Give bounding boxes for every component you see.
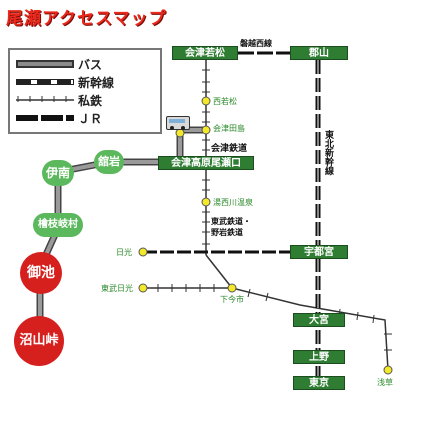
station-tokyo[interactable]: 東京 xyxy=(293,376,345,390)
private-railway-swatch xyxy=(16,96,74,102)
station-ueno[interactable]: 上野 xyxy=(293,350,345,364)
dot-asakusa xyxy=(383,365,393,375)
tobu-main-line xyxy=(231,287,389,371)
legend-jr: ＪＲ xyxy=(16,110,156,126)
station-aizu-wakamatsu[interactable]: 会津若松 xyxy=(172,46,238,60)
dot-nikko xyxy=(138,247,148,257)
legend: バス 新幹線 私鉄 ＪＲ xyxy=(8,48,162,134)
jr-line-swatch xyxy=(16,115,74,121)
legend-bus: バス xyxy=(16,56,156,72)
busstop-tateiwa[interactable]: 舘岩 xyxy=(94,150,124,174)
label-nishiwakamatsu: 西若松 xyxy=(213,97,237,106)
label-aizu-tajima: 会津田島 xyxy=(213,124,245,133)
busstop-miike[interactable]: 御池 xyxy=(20,252,62,294)
label-tobu-nikko: 東武日光 xyxy=(101,284,133,293)
label-tohoku-shinkansen: 東北新幹線 xyxy=(323,130,333,175)
station-utsunomiya[interactable]: 宇都宮 xyxy=(290,245,348,259)
label-tobu-yagan: 東武鉄道・野岩鉄道 xyxy=(211,217,251,237)
label-yunishigawa: 湯西川温泉 xyxy=(213,198,253,207)
dot-yunishigawa xyxy=(201,197,211,207)
legend-shinkansen: 新幹線 xyxy=(16,74,156,90)
legend-private: 私鉄 xyxy=(16,92,156,108)
yagan-railway-ticks xyxy=(202,179,210,245)
tobu-nikko-ticks xyxy=(157,284,215,292)
station-aizu-kogen[interactable]: 会津高原尾瀬口 xyxy=(158,156,254,170)
label-banetsu-west: 磐越西線 xyxy=(240,39,272,48)
legend-shinkansen-label: 新幹線 xyxy=(78,76,115,90)
bus-line-swatch xyxy=(16,60,74,68)
label-shimoimaichi: 下今市 xyxy=(220,295,244,304)
dot-bus-junction xyxy=(175,128,185,138)
aizu-railway-ticks xyxy=(202,69,210,151)
busstop-numayamatoge[interactable]: 沼山峠 xyxy=(14,316,64,366)
busstop-inan[interactable]: 伊南 xyxy=(42,160,74,186)
station-omiya[interactable]: 大宮 xyxy=(293,313,345,327)
busstop-hinoemata[interactable]: 檜枝岐村 xyxy=(33,213,83,237)
dot-nishiwakamatsu xyxy=(201,96,211,106)
yagan-to-shimoimaichi xyxy=(205,254,233,289)
legend-bus-label: バス xyxy=(78,58,103,72)
bus-icon xyxy=(166,116,190,130)
station-koriyama[interactable]: 郡山 xyxy=(290,46,348,60)
shinkansen-line-swatch xyxy=(16,79,74,85)
legend-jr-label: ＪＲ xyxy=(78,112,103,126)
label-nikko: 日光 xyxy=(116,248,132,257)
legend-private-label: 私鉄 xyxy=(78,94,103,108)
label-aizu-railway: 会津鉄道 xyxy=(211,144,248,154)
label-asakusa: 浅草 xyxy=(377,378,393,387)
station-dots xyxy=(138,96,393,375)
dot-aizu-tajima xyxy=(201,125,211,135)
dot-tobu-nikko xyxy=(138,283,148,293)
map-title: 尾瀬アクセスマップ xyxy=(6,9,167,29)
dot-shimoimaichi xyxy=(227,283,237,293)
